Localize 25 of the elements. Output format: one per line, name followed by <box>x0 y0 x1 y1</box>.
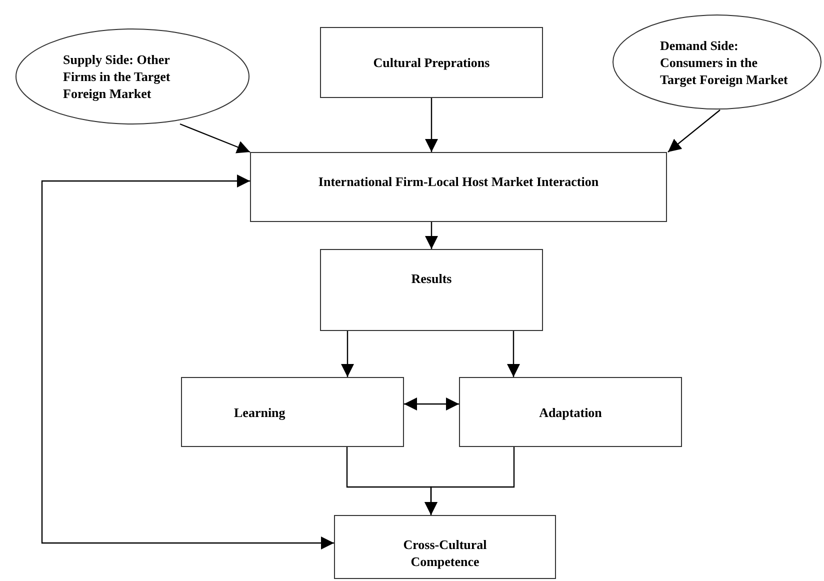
node-label: Demand Side: Consumers in the Target Foreign Market <box>660 36 789 88</box>
process-box <box>320 27 543 98</box>
ellipse-node <box>612 14 822 110</box>
arrow <box>341 331 354 377</box>
process-box <box>459 377 682 447</box>
node-label: Learning <box>234 404 286 420</box>
ellipse-node <box>15 28 250 125</box>
process-box <box>250 152 667 222</box>
process-box <box>181 377 404 447</box>
arrow <box>404 398 459 410</box>
arrow <box>668 110 720 152</box>
arrow <box>180 123 250 154</box>
node-label: Results <box>411 270 452 287</box>
node-label: Adaptation <box>539 404 602 420</box>
node-label: Supply Side: Other Firms in the Target Foreign Market <box>63 51 172 102</box>
arrow <box>425 222 438 249</box>
arrow <box>424 447 515 515</box>
arrow <box>425 98 438 152</box>
node-label: Cross-Cultural Competence <box>402 536 488 570</box>
arrow <box>507 331 520 377</box>
arrow <box>41 174 334 550</box>
node-label: Cultural Preprations <box>373 54 490 71</box>
process-box <box>334 515 556 579</box>
process-box <box>320 249 543 331</box>
node-label: International Firm-Local Host Market Interaction <box>318 173 599 190</box>
